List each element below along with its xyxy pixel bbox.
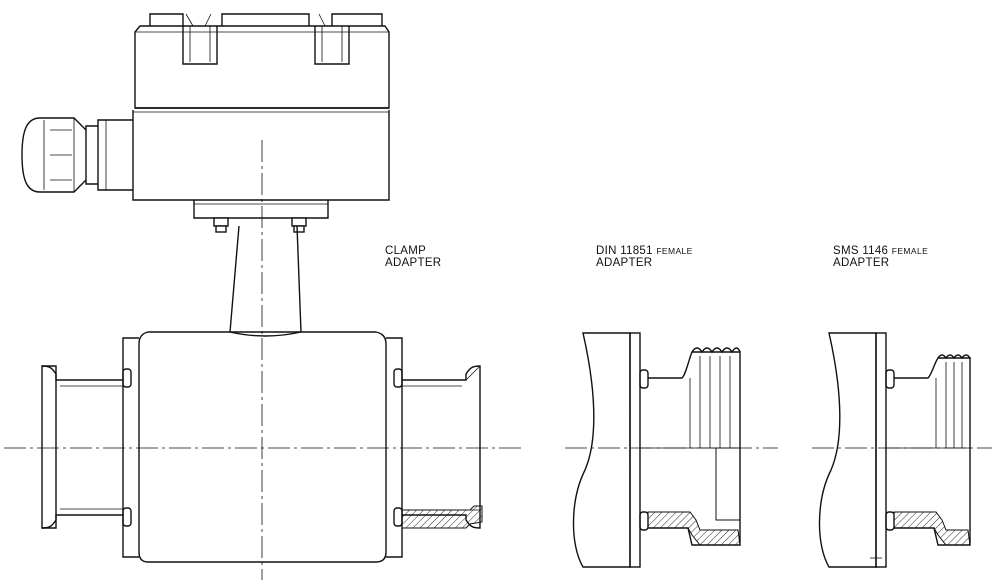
clamp-adapter-label: CLAMP ADAPTER	[385, 245, 441, 269]
center-axes	[4, 140, 992, 580]
clamp-adapter-line2: ADAPTER	[385, 257, 442, 269]
transmitter-housing	[132, 13, 390, 219]
sms-adapter-line2: ADAPTER	[833, 257, 890, 269]
mounting-bolts	[213, 217, 307, 233]
flowmeter-body-clamp	[41, 331, 483, 563]
neck	[229, 225, 302, 337]
cable-gland	[21, 117, 133, 193]
din-11851-adapter-detail	[572, 332, 741, 568]
din-adapter-line2: ADAPTER	[596, 257, 653, 269]
din-adapter-title: DIN 11851	[596, 245, 657, 257]
sms-adapter-title: SMS 1146	[833, 245, 892, 257]
sms-1146-adapter-detail	[818, 332, 971, 568]
sms-adapter-line1: SMS 1146 FEMALE	[833, 245, 928, 257]
sms-adapter-gender: FEMALE	[891, 246, 929, 256]
din-adapter-label: DIN 11851 FEMALE ADAPTER	[596, 245, 693, 269]
din-adapter-line1: DIN 11851 FEMALE	[596, 245, 693, 257]
clamp-adapter-line1: CLAMP	[385, 245, 427, 257]
din-adapter-gender: FEMALE	[656, 246, 693, 256]
sms-adapter-label: SMS 1146 FEMALE ADAPTER	[833, 245, 928, 269]
